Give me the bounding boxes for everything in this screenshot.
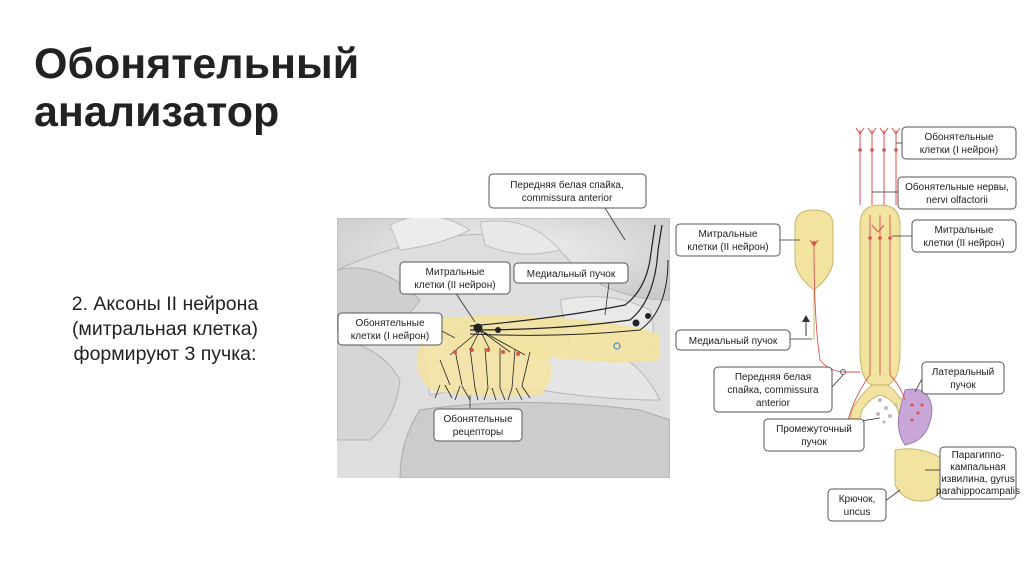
label-commissure-left: Передняя белая спайка, commissura anteri… [488, 173, 647, 209]
label-line: спайка, commissura [727, 385, 819, 396]
label-medial-right: Медиальный пучок [675, 329, 791, 351]
label-line: Медиальный пучок [689, 336, 778, 347]
label-nerves-right: Обонятельные нервы, nervi olfactorii [897, 176, 1017, 210]
label-commissure-right: Передняя белая спайка, commissura anteri… [713, 366, 833, 413]
label-line: uncus [844, 507, 871, 518]
label-line: nervi olfactorii [926, 195, 988, 206]
label-line: клетки (II нейрон) [687, 242, 768, 253]
label-intermediate-right: Промежуточный пучок [763, 418, 865, 452]
label-line: пучок [950, 380, 976, 391]
label-line: Крючок, [839, 494, 876, 505]
label-line: Медиальный пучок [527, 269, 616, 280]
right-schematic [794, 127, 947, 502]
subtitle-line: 2. Аксоны II нейрона [71, 293, 259, 315]
label-line: извилина, gyrus [941, 474, 1015, 485]
subtitle-line: формируют 3 пучка: [73, 343, 257, 365]
label-line: клетки (I нейрон) [920, 145, 998, 156]
label-olf-cells-left: Обонятельные клетки (I нейрон) [337, 312, 443, 346]
label-line: Латеральный [932, 367, 994, 378]
label-medial-left: Медиальный пучок [513, 262, 629, 284]
label-line: parahippocampalis [936, 486, 1020, 497]
label-lateral-right: Латеральный пучок [921, 361, 1005, 395]
label-uncus-right: Крючок, uncus [827, 488, 887, 522]
label-parahippo-right: Парагиппо- кампальная извилина, gyrus pa… [936, 446, 1020, 500]
label-olf-cells-right: Обонятельные клетки (I нейрон) [901, 126, 1017, 160]
label-mitral-left: Митральные клетки (II нейрон) [399, 261, 511, 295]
label-line: Митральные [935, 225, 994, 236]
label-line: клетки (I нейрон) [351, 331, 429, 342]
label-line: anterior [756, 398, 791, 409]
label-line: commissura anterior [522, 193, 613, 204]
label-mitral-left-schematic: Митральные клетки (II нейрон) [675, 223, 781, 257]
label-line: рецепторы [453, 427, 504, 438]
label-line: Обонятельные [924, 131, 993, 143]
label-line: Обонятельные [443, 413, 512, 425]
label-line: Передняя белая [735, 371, 811, 383]
label-line: Митральные [699, 229, 758, 240]
label-line: Обонятельные [355, 317, 424, 329]
subtitle-line: (митральная клетка) [71, 318, 259, 340]
label-receptors-left: Обонятельные рецепторы [433, 408, 523, 442]
label-line: Митральные [426, 267, 485, 278]
label-line: кампальная [950, 462, 1006, 473]
label-line: клетки (II нейрон) [414, 280, 495, 291]
title-line: анализатор [34, 88, 280, 136]
label-mitral-right: Митральные клетки (II нейрон) [911, 219, 1017, 253]
label-line: Парагиппо- [952, 450, 1005, 461]
slide-subtitle: 2. Аксоны II нейрона (митральная клетка)… [30, 292, 300, 367]
label-line: Промежуточный [776, 424, 852, 435]
title-line: Обонятельный [34, 40, 360, 88]
label-line: пучок [801, 437, 827, 448]
label-line: клетки (II нейрон) [923, 238, 1004, 249]
label-line: Передняя белая спайка, [510, 179, 624, 191]
slide-title: Обонятельный анализатор [34, 40, 454, 136]
label-line: Обонятельные нервы, [905, 181, 1009, 193]
